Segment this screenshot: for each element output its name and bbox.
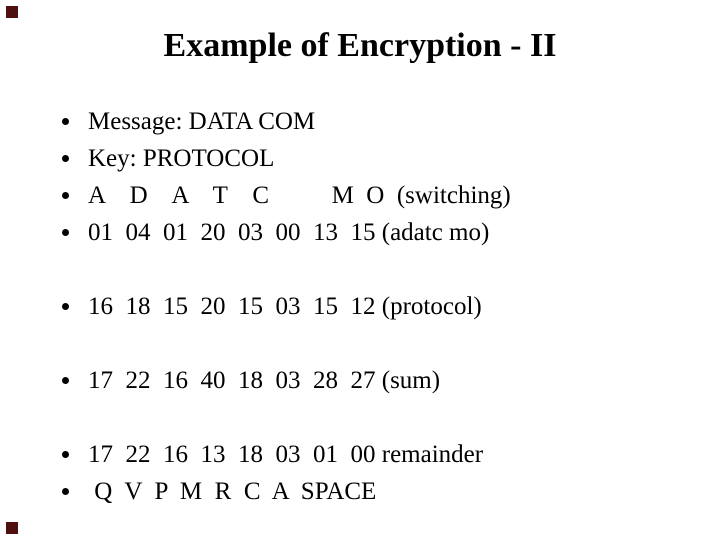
line-text: 17 22 16 40 18 03 28 27 (sum) (88, 367, 441, 394)
bullet-line-key: Key: PROTOCOL (56, 140, 696, 177)
bullet-line-letters: A D A T C M O (switching) (56, 177, 696, 214)
corner-marker-top-left (6, 6, 18, 18)
line-text: Q V P M R C A SPACE (88, 478, 377, 505)
spacer (56, 251, 696, 288)
bullet-line-remainder: 17 22 16 13 18 03 01 00 remainder (56, 436, 696, 473)
bullet-icon (56, 118, 88, 125)
line-text: Key: PROTOCOL (88, 145, 275, 172)
bullet-icon (56, 488, 88, 495)
page-title: Example of Encryption - II (163, 27, 557, 64)
bullet-line-message-codes: 01 04 01 20 03 00 13 15 (adatc mo) (56, 214, 696, 251)
bullet-icon (56, 303, 88, 310)
spacer (56, 325, 696, 362)
bullet-icon (56, 155, 88, 162)
bullet-line-cipher: Q V P M R C A SPACE (56, 473, 696, 510)
bullet-icon (56, 192, 88, 199)
bullet-line-message: Message: DATA COM (56, 103, 696, 140)
line-text: Message: DATA COM (88, 108, 316, 135)
line-text: 01 04 01 20 03 00 13 15 (adatc mo) (88, 219, 490, 246)
bullet-line-key-codes: 16 18 15 20 15 03 15 12 (protocol) (56, 288, 696, 325)
corner-marker-bottom-left (6, 522, 18, 534)
bullet-icon (56, 229, 88, 236)
slide-body: Message: DATA COM Key: PROTOCOL A D A T … (56, 103, 696, 510)
spacer (56, 399, 696, 436)
line-text: 16 18 15 20 15 03 15 12 (protocol) (88, 293, 482, 320)
bullet-icon (56, 377, 88, 384)
bullet-icon (56, 451, 88, 458)
line-text: A D A T C M O (switching) (88, 182, 511, 209)
bullet-line-sum: 17 22 16 40 18 03 28 27 (sum) (56, 362, 696, 399)
line-text: 17 22 16 13 18 03 01 00 remainder (88, 441, 484, 468)
